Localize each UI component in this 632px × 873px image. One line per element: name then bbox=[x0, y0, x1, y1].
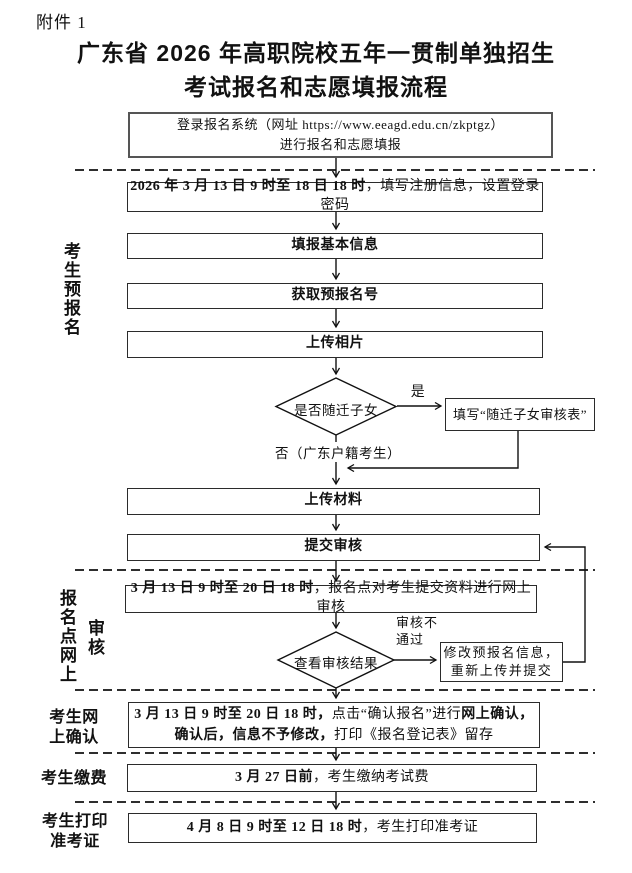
section-divider-lines bbox=[75, 169, 595, 803]
decision-review-text: 查看审核结果 bbox=[294, 656, 378, 671]
flow-box-login: 登录报名系统（网址 https://www.eeagd.edu.cn/zkptg… bbox=[128, 112, 553, 158]
flow-box-submit-review: 提交审核 bbox=[127, 534, 540, 561]
flow-box-get-number: 获取预报名号 bbox=[127, 283, 543, 309]
decision-migrant-text: 是否随迁子女 bbox=[294, 403, 378, 418]
flow-box-migrant-form: 填写“随迁子女审核表” bbox=[445, 398, 595, 431]
confirm-nomodify: 确认后，信息不予修改， bbox=[174, 728, 334, 743]
attachment-label: 附件 1 bbox=[36, 13, 87, 32]
branch-yes-label: 是 bbox=[410, 385, 426, 400]
review-fail-line2: 通过 bbox=[396, 632, 425, 647]
print-date: 4 月 8 日 9 时至 12 日 18 时 bbox=[186, 819, 363, 835]
flow-box-upload-photo: 上传相片 bbox=[127, 331, 543, 358]
confirm-print-form: 打印《报名登记表》留存 bbox=[334, 728, 494, 743]
section-label-confirm: 考生网 上确认 bbox=[45, 708, 103, 748]
submit-review-text: 提交审核 bbox=[304, 539, 363, 555]
section-label-print: 考生打印 准考证 bbox=[42, 812, 108, 852]
site-review-date: 3 月 13 日 9 时至 20 日 18 时 bbox=[130, 581, 314, 597]
modify-line2: 重新上传并提交 bbox=[450, 663, 553, 678]
section-label-preregistration: 考生预报名 bbox=[64, 242, 81, 338]
basic-info-text: 填报基本信息 bbox=[291, 237, 379, 253]
pay-text: 3 月 27 日前，考生缴纳考试费 bbox=[235, 769, 429, 788]
pay-date: 3 月 27 日前 bbox=[235, 769, 313, 785]
decision-review-shape bbox=[276, 631, 396, 689]
flow-box-site-review: 3 月 13 日 9 时至 20 日 18 时，报名点对考生提交资料进行网上审核 bbox=[125, 581, 537, 615]
confirm-label-line1: 考生网 bbox=[49, 709, 99, 726]
migrant-form-text: 填写“随迁子女审核表” bbox=[452, 406, 588, 422]
flow-box-print: 4 月 8 日 9 时至 12 日 18 时，考生打印准考证 bbox=[128, 813, 537, 843]
confirm-date: 3 月 13 日 9 时至 20 日 18 时， bbox=[134, 707, 332, 722]
confirm-line2: 确认后，信息不予修改，打印《报名登记表》留存 bbox=[175, 725, 494, 746]
flow-box-pay: 3 月 27 日前，考生缴纳考试费 bbox=[127, 764, 537, 792]
site-review-rest: ，报名点对考生提交资料进行网上审核 bbox=[313, 581, 532, 615]
modify-line1: 修改预报名信息， bbox=[443, 645, 560, 660]
flow-box-register: 2026 年 3 月 13 日 9 时至 18 日 18 时，填写注册信息，设置… bbox=[127, 179, 543, 213]
flow-box-basic-info: 填报基本信息 bbox=[127, 233, 543, 259]
decision-migrant-shape bbox=[274, 377, 398, 436]
register-rest: ，填写注册信息，设置登录密码 bbox=[320, 179, 540, 213]
review-fail-line1: 审核不 bbox=[396, 615, 439, 630]
section-label-review-col2: 审核 bbox=[88, 619, 105, 658]
confirm-line1: 3 月 13 日 9 时至 20 日 18 时，点击“确认报名”进行网上确认， bbox=[134, 704, 533, 725]
flow-box-confirm: 3 月 13 日 9 时至 20 日 18 时，点击“确认报名”进行网上确认， … bbox=[128, 702, 540, 748]
upload-materials-text: 上传材料 bbox=[304, 493, 363, 509]
branch-no-label: 否（广东户籍考生） bbox=[270, 442, 406, 462]
print-rest: ，考生打印准考证 bbox=[362, 819, 479, 835]
get-number-text: 获取预报名号 bbox=[291, 287, 379, 303]
register-text: 2026 年 3 月 13 日 9 时至 18 日 18 时，填写注册信息，设置… bbox=[128, 178, 542, 216]
login-line1: 登录报名系统（网址 https://www.eeagd.edu.cn/zkptg… bbox=[176, 117, 505, 132]
page-title: 广东省 2026 年高职院校五年一贯制单独招生 考试报名和志愿填报流程 bbox=[0, 36, 632, 104]
confirm-online: 网上确认， bbox=[461, 707, 534, 722]
print-text: 4 月 8 日 9 时至 12 日 18 时，考生打印准考证 bbox=[187, 819, 479, 838]
print-label-line1: 考生打印 bbox=[42, 813, 109, 830]
flow-box-modify: 修改预报名信息， 重新上传并提交 bbox=[440, 642, 563, 682]
review-fail-label: 审核不 通过 bbox=[396, 614, 438, 648]
pay-rest: ，考生缴纳考试费 bbox=[313, 769, 429, 785]
site-review-text: 3 月 13 日 9 时至 20 日 18 时，报名点对考生提交资料进行网上审核 bbox=[126, 580, 536, 618]
page-title-line2: 考试报名和志愿填报流程 bbox=[184, 74, 448, 100]
section-label-review-col1: 报名点网上 bbox=[60, 589, 77, 685]
confirm-label-line2: 上确认 bbox=[49, 729, 99, 746]
section-label-payment: 考生缴费 bbox=[40, 770, 107, 787]
register-date: 2026 年 3 月 13 日 9 时至 18 日 18 时 bbox=[130, 179, 366, 195]
upload-photo-text: 上传相片 bbox=[306, 336, 364, 352]
page-title-line1: 广东省 2026 年高职院校五年一贯制单独招生 bbox=[77, 40, 555, 66]
flow-box-upload-materials: 上传材料 bbox=[127, 488, 540, 515]
login-line2: 进行报名和志愿填报 bbox=[279, 137, 402, 152]
print-label-line2: 准考证 bbox=[50, 833, 100, 850]
confirm-click: 点击“确认报名”进行 bbox=[331, 707, 462, 722]
